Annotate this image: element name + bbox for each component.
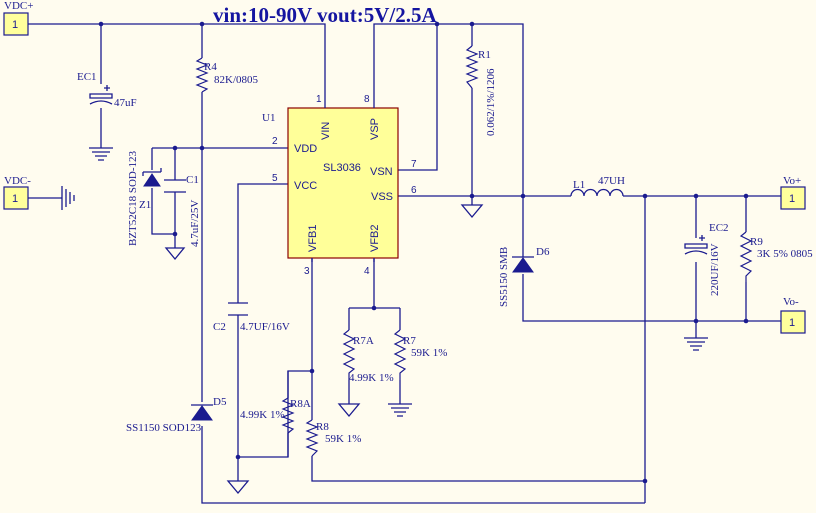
diode-d5: D5 SS1150 SOD123 bbox=[126, 396, 227, 434]
component-ref: R4 bbox=[204, 61, 217, 73]
pin-name-vcc: VCC bbox=[294, 180, 317, 192]
ic-ref: U1 bbox=[262, 112, 275, 124]
component-value: SS5150 SMB bbox=[498, 247, 510, 307]
schematic-title: vin:10-90V vout:5V/2.5A bbox=[213, 3, 437, 27]
component-value: 220UF/16V bbox=[709, 243, 721, 296]
ic-u1: U1 SL3036 1 8 2 5 7 6 3 4 VDD VCC VSN VS… bbox=[262, 94, 417, 277]
pin-name-vfb2: VFB2 bbox=[369, 224, 381, 252]
component-value: 4.7uF/25V bbox=[189, 200, 201, 247]
component-ref: R1 bbox=[478, 49, 491, 61]
pin-name-vfb1: VFB1 bbox=[307, 224, 319, 252]
capacitor-ec2: EC2 220UF/16V bbox=[684, 222, 729, 351]
component-value: BZT52C18 SOD-123 bbox=[127, 150, 139, 246]
component-ref: R7A bbox=[353, 335, 374, 347]
connector-label: Vo+ bbox=[783, 175, 801, 187]
capacitor-c1: C1 4.7uF/25V bbox=[164, 174, 201, 261]
pin-name-vsn: VSN bbox=[370, 166, 393, 178]
component-value: 0.062/1%/1206 bbox=[485, 68, 497, 136]
connector-label: VDC+ bbox=[4, 0, 33, 12]
component-value: 82K/0805 bbox=[214, 74, 259, 86]
junction-dots bbox=[98, 21, 749, 484]
inductor-l1: L1 47UH bbox=[570, 175, 625, 197]
component-ref: Z1 bbox=[139, 199, 151, 211]
pin-num-vsp: 8 bbox=[364, 94, 370, 105]
connector-pin: 1 bbox=[12, 19, 18, 31]
resistor-r7a: R7A 4.99K 1% bbox=[337, 329, 394, 418]
pin-num-vsn: 7 bbox=[411, 159, 417, 170]
component-ref: EC2 bbox=[709, 222, 729, 234]
component-value: 47UH bbox=[598, 175, 625, 187]
component-ref: L1 bbox=[573, 179, 585, 191]
component-value: 4.7UF/16V bbox=[240, 321, 290, 333]
component-value: 4.99K 1% bbox=[349, 372, 394, 384]
pin-num-vcc: 5 bbox=[272, 173, 278, 184]
connector-pin: 1 bbox=[12, 193, 18, 205]
resistor-r9: R9 3K 5% 0805 bbox=[739, 231, 813, 282]
pin-name-vdd: VDD bbox=[294, 143, 317, 155]
resistor-r8: R8 59K 1% bbox=[305, 419, 361, 457]
component-value: 4.99K 1% bbox=[240, 409, 285, 421]
capacitor-ec1: EC1 47uF bbox=[77, 71, 137, 161]
connector-vo-minus: Vo- 1 bbox=[780, 296, 806, 334]
ic-name: SL3036 bbox=[323, 162, 361, 174]
diode-d6: D6 SS5150 SMB bbox=[498, 246, 550, 307]
component-value: 47uF bbox=[114, 97, 137, 109]
connector-vo-plus: Vo+ 1 bbox=[780, 175, 806, 210]
resistor-r4: R4 82K/0805 bbox=[195, 57, 259, 93]
connector-pin: 1 bbox=[789, 317, 795, 329]
connector-label: VDC- bbox=[4, 175, 31, 187]
pin-name-vin: VIN bbox=[320, 122, 332, 140]
component-value: 59K 1% bbox=[325, 433, 361, 445]
component-ref: C2 bbox=[213, 321, 226, 333]
component-ref: EC1 bbox=[77, 71, 97, 83]
pin-name-vsp: VSP bbox=[369, 118, 381, 140]
pin-num-vdd: 2 bbox=[272, 136, 278, 147]
component-ref: R8 bbox=[316, 421, 329, 433]
component-ref: C1 bbox=[186, 174, 199, 186]
component-value: 3K 5% 0805 bbox=[757, 248, 813, 260]
connector-vdc-plus: VDC+ 1 bbox=[3, 0, 33, 36]
pin-num-vin: 1 bbox=[316, 94, 322, 105]
wires bbox=[28, 23, 781, 504]
component-ref: R8A bbox=[290, 398, 311, 410]
zener-z1: Z1 BZT52C18 SOD-123 bbox=[127, 150, 162, 246]
resistor-r8a: R8A 4.99K 1% bbox=[240, 397, 311, 434]
component-ref: R9 bbox=[750, 236, 763, 248]
component-ref: R7 bbox=[403, 335, 416, 347]
component-value: SS1150 SOD123 bbox=[126, 422, 202, 434]
pin-num-vfb2: 4 bbox=[364, 266, 370, 277]
component-ref: D6 bbox=[536, 246, 550, 258]
component-value: 59K 1% bbox=[411, 347, 447, 359]
pin-num-vss: 6 bbox=[411, 185, 417, 196]
connector-vdc-minus: VDC- 1 bbox=[3, 175, 75, 210]
connector-pin: 1 bbox=[789, 193, 795, 205]
connector-label: Vo- bbox=[783, 296, 799, 308]
pin-name-vss: VSS bbox=[371, 191, 393, 203]
component-ref: D5 bbox=[213, 396, 227, 408]
capacitor-c2: C2 4.7UF/16V bbox=[213, 302, 290, 495]
pin-num-vfb1: 3 bbox=[304, 266, 310, 277]
resistor-r1: R1 0.062/1%/1206 bbox=[460, 45, 497, 219]
resistor-r7: R7 59K 1% bbox=[388, 329, 447, 417]
